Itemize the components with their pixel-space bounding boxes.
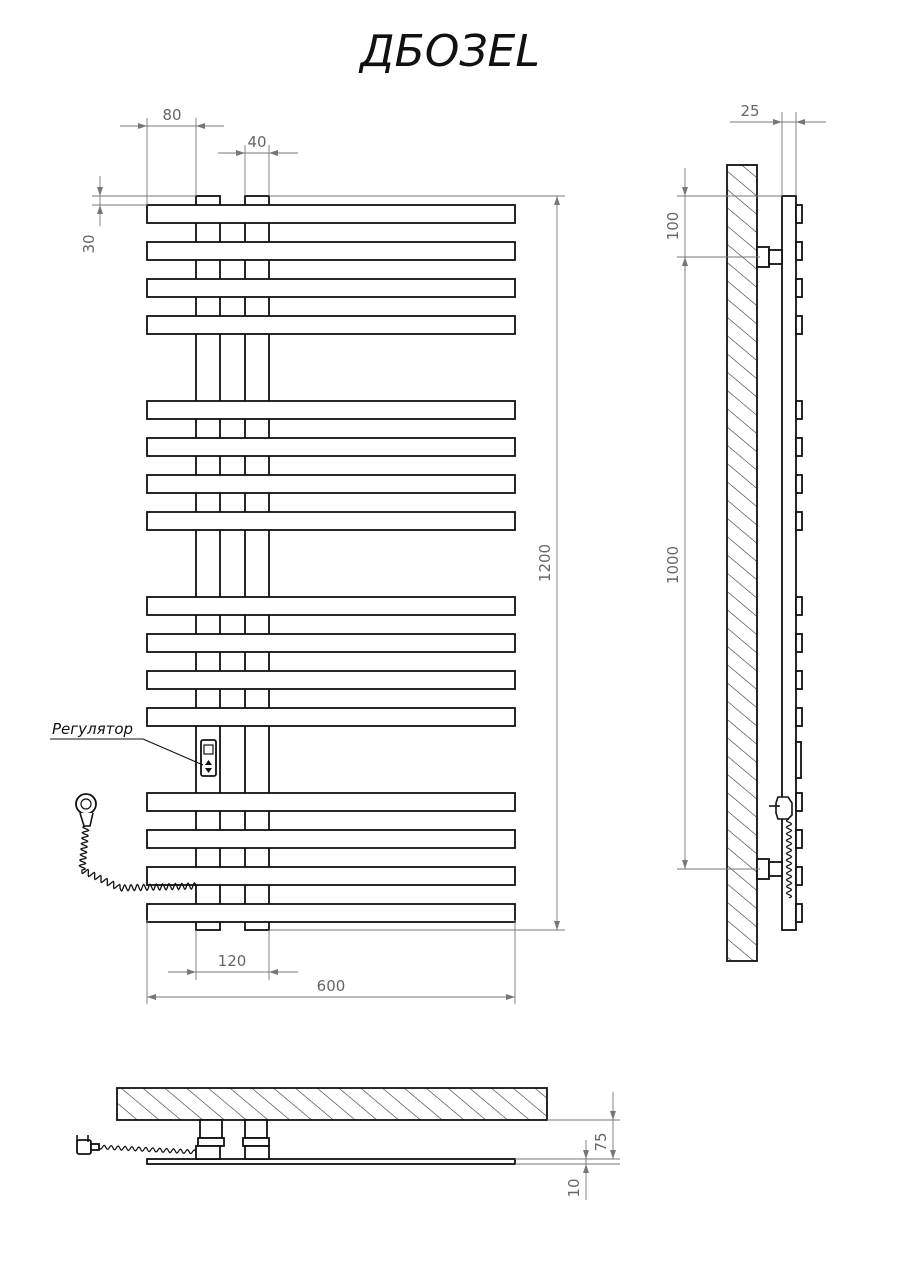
dim-total-width: 600 <box>317 977 346 995</box>
left-collector <box>195 195 221 931</box>
horizontal-bar-14 <box>146 829 516 849</box>
side-collector <box>781 195 797 931</box>
side-bar-end-1 <box>795 204 803 224</box>
side-plug-icon <box>775 796 793 820</box>
regulator: Регулятор <box>50 720 217 777</box>
dim-total-height: 1200 <box>536 544 554 582</box>
horizontal-bar-5 <box>146 400 516 420</box>
horizontal-bar-10 <box>146 633 516 653</box>
side-coiled-cable <box>785 818 793 899</box>
dim-axis-distance: 120 <box>218 952 247 970</box>
side-bar-end-2 <box>795 241 803 261</box>
side-bar-end-9 <box>795 596 803 616</box>
horizontal-bar-3 <box>146 278 516 298</box>
horizontal-bar-4 <box>146 315 516 335</box>
horizontal-bar-15 <box>146 866 516 886</box>
side-regulator <box>795 741 802 779</box>
dim-wall-distance: 75 <box>592 1132 610 1151</box>
dim-depth: 25 <box>740 102 759 120</box>
right-collector <box>244 195 270 931</box>
front-view: Регулятор 80 40 30 <box>50 106 565 1004</box>
horizontal-bar-1 <box>146 204 516 224</box>
side-bar-end-7 <box>795 474 803 494</box>
bottom-mount-right <box>242 1119 270 1160</box>
bottom-view: 75 10 <box>76 1087 620 1200</box>
horizontal-bar-11 <box>146 670 516 690</box>
horizontal-bar-8 <box>146 511 516 531</box>
bottom-coiled-cable <box>98 1144 197 1155</box>
wall-mount-bottom <box>756 858 783 880</box>
side-bar-end-12 <box>795 707 803 727</box>
horizontal-bar-13 <box>146 792 516 812</box>
side-bar-end-10 <box>795 633 803 653</box>
horizontal-bar-12 <box>146 707 516 727</box>
side-bar-end-8 <box>795 511 803 531</box>
side-bar-end-15 <box>795 866 803 886</box>
horizontal-bar-9 <box>146 596 516 616</box>
drawing-title: ДБОЗЕL <box>358 26 540 77</box>
bottom-dimensions: 75 10 <box>515 1092 620 1200</box>
horizontal-bar-2 <box>146 241 516 261</box>
bottom-bar <box>146 1158 516 1165</box>
horizontal-bar-16 <box>146 903 516 923</box>
wall-mount-top <box>756 246 783 268</box>
side-dimensions: 25 100 1000 <box>664 102 826 870</box>
bottom-wall-section <box>116 1087 548 1121</box>
coiled-cable <box>78 825 197 892</box>
side-view: 25 100 1000 <box>664 102 826 962</box>
wall-section <box>726 164 758 962</box>
side-bar-end-16 <box>795 903 803 923</box>
bottom-mount-left <box>195 1119 225 1160</box>
dim-bar-thickness: 10 <box>565 1178 583 1197</box>
side-bar-end-11 <box>795 670 803 690</box>
dim-top-to-mount: 100 <box>664 212 682 241</box>
dim-mount-distance: 1000 <box>664 546 682 584</box>
front-dimensions: 80 40 30 1200 120 600 <box>80 106 565 1004</box>
side-bar-end-14 <box>795 829 803 849</box>
power-plug-icon <box>75 793 97 827</box>
side-bar-ends <box>795 204 803 923</box>
horizontal-bar-6 <box>146 437 516 457</box>
regulator-label: Регулятор <box>52 720 133 738</box>
dim-collector-width: 40 <box>247 133 266 151</box>
side-bar-end-13 <box>795 792 803 812</box>
side-bar-end-6 <box>795 437 803 457</box>
side-bar-end-4 <box>795 315 803 335</box>
horizontal-bar-7 <box>146 474 516 494</box>
bottom-plug-icon <box>76 1135 100 1155</box>
front-bars <box>146 204 516 923</box>
side-bar-end-3 <box>795 278 803 298</box>
dim-top-width: 80 <box>162 106 181 124</box>
side-bar-end-5 <box>795 400 803 420</box>
dim-top-offset: 30 <box>80 234 98 253</box>
